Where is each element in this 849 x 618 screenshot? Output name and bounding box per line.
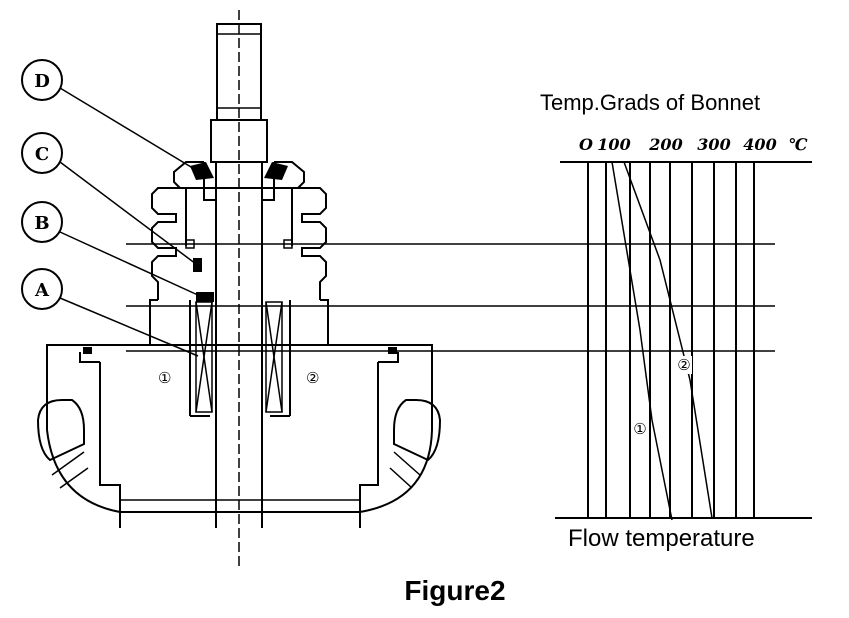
zone-label-2: ② <box>306 369 319 387</box>
chart-footer: Flow temperature <box>568 525 755 552</box>
callout-c: C <box>21 132 197 265</box>
scale-label-400: 400 <box>743 135 776 154</box>
curve-labels: ② ① <box>632 356 692 438</box>
callout-a: A <box>21 268 199 357</box>
level-lines <box>126 243 775 352</box>
chart-scale: O 100 200 300 400 ℃ <box>579 135 808 154</box>
packing-seals <box>190 162 288 302</box>
callout-b: B <box>21 201 201 297</box>
curve-label-1: ① <box>633 420 646 438</box>
curve-label-2: ② <box>677 356 690 374</box>
scale-label-100: 100 <box>597 135 630 154</box>
packing-zone-1 <box>195 301 213 413</box>
svg-text:D: D <box>34 71 50 92</box>
chart-frame <box>555 161 812 519</box>
curve-1 <box>611 161 673 521</box>
chart-title: Temp.Grads of Bonnet <box>540 90 760 115</box>
curve-2 <box>623 161 713 519</box>
svg-text:C: C <box>35 144 49 165</box>
scale-label-200: 200 <box>648 135 682 154</box>
chart-gridlines <box>587 162 755 518</box>
zone-label-1: ① <box>158 369 171 387</box>
svg-text:A: A <box>34 280 50 301</box>
packing-zone-2 <box>265 301 283 413</box>
scale-label-300: 300 <box>697 135 730 154</box>
bonnet <box>149 161 329 417</box>
svg-text:B: B <box>34 213 49 234</box>
scale-label-unit: ℃ <box>788 135 808 154</box>
temperature-chart: Temp.Grads of Bonnet O 100 200 300 400 ℃ <box>540 90 812 552</box>
valve-body <box>36 344 442 528</box>
figure-label: Figure2 <box>404 575 505 606</box>
callout-d: D <box>21 59 197 171</box>
scale-label-0: O <box>579 135 593 154</box>
temperature-curves <box>611 161 713 521</box>
